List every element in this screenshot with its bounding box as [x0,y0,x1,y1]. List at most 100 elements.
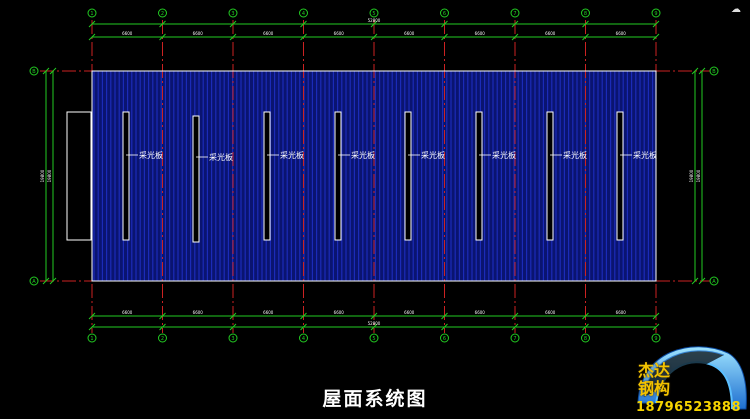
grid-bubble-label: 9 [654,11,657,17]
grid-bubble-label: 2 [161,336,164,342]
span-dimension-label: 6600 [334,310,345,315]
span-dimension-label: 6600 [122,31,133,36]
grid-bubble-label: 9 [654,336,657,342]
brand-name: 杰达钢构 [638,361,671,398]
skylight-panel [546,111,554,241]
brand-phone: 18796523888 [636,400,741,415]
total-dimension-label: 52800 [368,18,381,23]
grid-bubble [709,66,719,76]
dimension-tick [441,20,448,28]
grid-bubble-label: 4 [302,11,305,17]
dimension-tick [159,312,166,320]
span-dimension-label: 6600 [263,31,274,36]
skylight-panel [334,111,342,241]
grid-bubble-label: 8 [584,336,587,342]
depth-dimension-label: 19800 [696,169,701,182]
dimension-tick [691,67,699,75]
grid-bubble [440,8,449,18]
dimension-tick [652,20,660,28]
grid-bubble [299,333,308,343]
skylight-label: 采光板 [139,150,163,160]
grid-bubble-label: B [32,69,36,75]
dimension-tick [582,323,589,331]
grid-bubble [651,8,661,18]
grid-bubble [29,276,39,286]
grid-bubble [29,66,39,76]
total-dimension-label: 52800 [368,321,381,326]
dimension-tick [49,277,57,285]
span-dimension-label: 6600 [404,31,415,36]
dimension-tick [42,277,50,285]
grid-bubble [87,333,97,343]
dimension-tick [691,277,699,285]
skylight-panel [404,111,412,241]
dimension-tick [370,323,378,331]
dimension-tick [88,312,96,320]
dimension-tick [511,323,519,331]
grid-bubble-label: 5 [372,11,375,17]
skylight-label: 采光板 [351,150,375,160]
dimension-tick [441,323,448,331]
dimension-tick [88,20,96,28]
dimension-tick [159,20,166,28]
skylight-panel [263,111,271,241]
dimension-tick [698,67,706,75]
grid-bubble-label: 1 [90,11,93,17]
depth-dimension-label: 19800 [47,169,52,182]
skylight-label: 采光板 [563,150,587,160]
depth-dimension-label: 19800 [689,169,694,182]
grid-bubble [228,333,238,343]
dimension-tick [370,312,378,320]
grid-bubble [369,333,379,343]
grid-bubble-label: 7 [513,11,516,17]
dimension-tick [229,20,237,28]
span-dimension-label: 6600 [475,31,486,36]
skylight-label: 采光板 [633,150,657,160]
dimension-tick [159,33,166,41]
dimension-tick [441,312,448,320]
dimension-tick [511,20,519,28]
dimension-tick [88,33,96,41]
roof-boundary [91,70,657,282]
skylight-label: 采光板 [492,150,516,160]
grid-bubble-label: A [712,279,716,285]
grid-bubble [228,8,238,18]
dimension-tick [582,20,589,28]
dimension-tick [582,33,589,41]
grid-bubble [299,8,308,18]
dimension-tick [370,33,378,41]
dimension-tick [300,323,307,331]
grid-bubble [158,8,167,18]
span-dimension-label: 6600 [122,310,133,315]
span-dimension-label: 6600 [193,310,204,315]
grid-bubble-label: 5 [372,336,375,342]
dimension-tick [300,312,307,320]
span-dimension-label: 6600 [475,310,486,315]
span-dimension-label: 6600 [334,31,345,36]
dimension-tick [652,323,660,331]
grid-bubble-label: 3 [231,11,234,17]
dimension-tick [159,323,166,331]
dimension-tick [441,33,448,41]
span-dimension-label: 6600 [616,310,627,315]
skylight-label: 采光板 [280,150,304,160]
dimension-tick [300,20,307,28]
grid-bubble [87,8,97,18]
grid-bubble-label: B [712,69,716,75]
grid-bubble-label: A [32,279,36,285]
dimension-tick [229,33,237,41]
span-dimension-label: 6600 [404,310,415,315]
skylight-panel [192,115,200,243]
dimension-tick [652,312,660,320]
dimension-tick [652,33,660,41]
grid-bubble-label: 4 [302,336,305,342]
dimension-tick [42,67,50,75]
dimension-tick [229,312,237,320]
dimension-tick [698,277,706,285]
span-dimension-label: 6600 [193,31,204,36]
skylight-panel [616,111,624,241]
drawing-caption: 屋面系统图 [322,388,428,410]
roof-outline [91,70,657,282]
side-opening-frame [66,111,92,241]
